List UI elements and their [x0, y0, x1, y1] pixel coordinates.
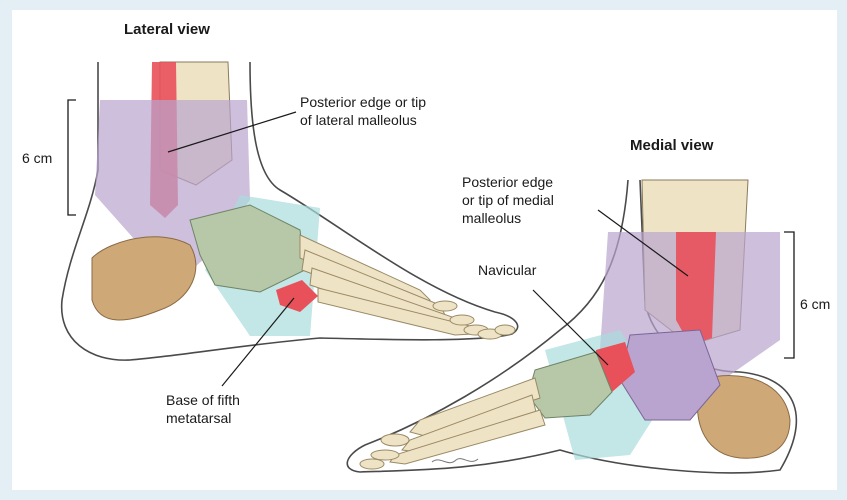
lateral-metatarsal-label-line2: metatarsal	[166, 410, 231, 426]
medial-measure-bracket	[784, 232, 794, 358]
lateral-measure-bracket	[68, 100, 76, 215]
medial-malleolus-label-line1: Posterior edge	[462, 174, 553, 190]
lateral-metatarsal-label-line1: Base of fifth	[166, 392, 240, 408]
medial-malleolus-label-line2: or tip of medial	[462, 192, 554, 208]
medial-navicular-label: Navicular	[478, 262, 536, 278]
medial-measure-label: 6 cm	[800, 296, 830, 312]
lateral-malleolus-label-line1: Posterior edge or tip	[300, 94, 426, 110]
lateral-view-title: Lateral view	[124, 22, 210, 38]
lateral-measure-label: 6 cm	[22, 150, 52, 166]
lateral-foot-illustration	[62, 62, 518, 386]
lateral-malleolus-label-line2: of lateral malleolus	[300, 112, 417, 128]
medial-view-title: Medial view	[630, 138, 713, 154]
medial-malleolus-label-line3: malleolus	[462, 210, 521, 226]
medial-malleolus-highlight	[676, 232, 716, 345]
